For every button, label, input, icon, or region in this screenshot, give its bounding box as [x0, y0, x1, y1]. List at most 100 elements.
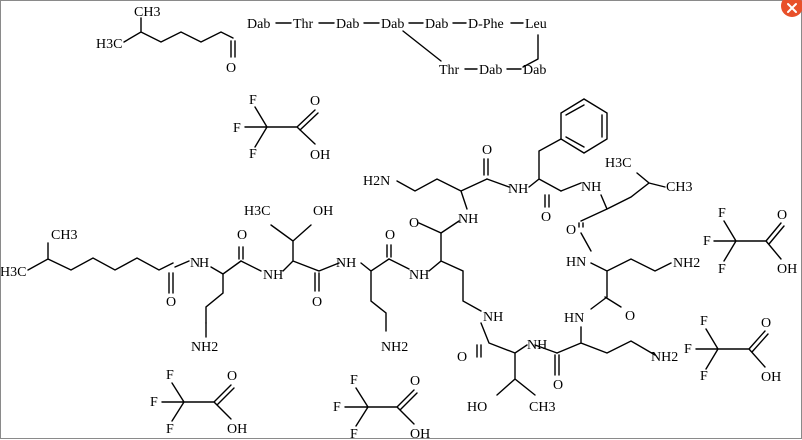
dab1-bonds: [205, 260, 242, 324]
header-res-10: Dab: [523, 63, 546, 78]
header-res-6: D-Phe: [468, 17, 504, 32]
dab1-h: H: [199, 256, 209, 271]
tail-carbonyl: [168, 272, 174, 294]
header-formula: CH3 H3C O Dab Thr Dab Dab Dab D-Phe Leu …: [96, 5, 547, 78]
tfa5-f-bottom: F: [350, 427, 358, 440]
dab9-bonds: [556, 326, 656, 356]
tfa4-f-bottom: F: [166, 422, 174, 437]
tfa-counterion-3: F F F O OH: [684, 314, 781, 385]
dab8-bonds: [590, 258, 672, 298]
tfa-counterion-1: F F F O OH: [233, 93, 330, 163]
header-h3c: H3C: [96, 37, 122, 52]
header-res-9: Dab: [479, 63, 502, 78]
dab5-nh: NH: [458, 212, 478, 227]
tail-amide-bond: [174, 260, 190, 268]
tail-chain: [27, 242, 174, 271]
dab9-to-thr10: [534, 344, 558, 354]
phe6-ring: [560, 98, 608, 154]
tfa1-bonds: [244, 106, 319, 148]
thr2-nh: NH: [263, 268, 283, 283]
header-res-8: Thr: [439, 63, 460, 78]
tfa2-bonds: [713, 220, 785, 262]
tfa4-oh: OH: [227, 422, 247, 437]
thr10-ho: HO: [467, 400, 487, 415]
dab5-to-phe: [486, 178, 510, 188]
tfa4-f-left: F: [150, 395, 158, 410]
tail-ch3: CH3: [51, 228, 77, 243]
thr10-ch3: CH3: [529, 400, 555, 415]
tfa5-bonds: [344, 387, 418, 427]
thr10-o: O: [457, 350, 467, 365]
dab3-nh2: NH2: [381, 340, 408, 355]
tfa1-o: O: [310, 94, 320, 109]
dab4-to-dab5: [440, 220, 460, 234]
dab9-nh2: NH2: [651, 350, 678, 365]
dab9-o: O: [553, 378, 563, 393]
tfa5-f-top: F: [350, 373, 358, 388]
header-ch3: CH3: [134, 5, 160, 20]
header-res-2: Thr: [293, 17, 314, 32]
thr2-bonds: [270, 224, 340, 272]
dab3-carbonyl: [386, 244, 392, 258]
phe6-nh: NH: [508, 182, 528, 197]
tfa-counterion-4: F F F O OH: [150, 368, 247, 437]
dab3-nh: NH: [336, 256, 356, 271]
tfa-counterion-5: F F F O OH: [333, 373, 430, 440]
dab4-nh: NH: [409, 268, 429, 283]
dab3-o: O: [385, 228, 395, 243]
thr10-nh: NH: [483, 310, 503, 325]
phe6-to-leu: [560, 182, 582, 192]
dab8-nh2: NH2: [673, 256, 700, 271]
tfa5-o: O: [410, 374, 420, 389]
dab1-carbonyl: [238, 246, 244, 260]
close-button[interactable]: [781, 0, 802, 17]
header-res-4: Dab: [381, 17, 404, 32]
thr2-o: O: [312, 295, 322, 310]
leu7-bonds: [580, 172, 666, 222]
thr2-carbonyl: [314, 272, 320, 292]
leu7-to-dab8: [580, 232, 592, 252]
dab1-to-thr: [240, 260, 262, 272]
header-res-1: Dab: [247, 17, 270, 32]
dab1-nh: N: [190, 256, 200, 271]
dab5-h2n: H2N: [363, 174, 390, 189]
tfa2-oh: OH: [777, 262, 797, 277]
phe6-bonds: [528, 138, 562, 192]
tfa2-f-left: F: [703, 234, 711, 249]
tfa3-oh: OH: [761, 370, 781, 385]
tfa4-bonds: [161, 382, 235, 422]
tfa3-f-left: F: [684, 342, 692, 357]
leu7-ch3: CH3: [666, 180, 692, 195]
leu7-o: O: [566, 223, 576, 238]
tfa4-f-top: F: [166, 368, 174, 383]
thr2-oh: OH: [313, 204, 333, 219]
dab4-o: O: [409, 216, 419, 231]
dab5-o: O: [482, 143, 492, 158]
header-carbonyl: [230, 40, 236, 58]
dab1-o: O: [237, 228, 247, 243]
header-res-7: Leu: [525, 17, 547, 32]
thr10-amide-nh: NH: [527, 338, 547, 353]
header-res-3: Dab: [336, 17, 359, 32]
dab9-hn: HN: [564, 311, 584, 326]
leu7-carbonyl: [578, 222, 584, 228]
tfa3-bonds: [695, 328, 769, 370]
dab8-o: O: [625, 309, 635, 324]
tfa1-f-top: F: [249, 93, 257, 108]
dab8-hn: HN: [566, 255, 586, 270]
header-alkyl-chain: [123, 17, 234, 43]
phe6-o: O: [541, 210, 551, 225]
dab5-carbonyl: [483, 158, 489, 176]
dab1-nh2: NH2: [191, 340, 218, 355]
dab8-carbonyl: [604, 296, 622, 308]
thr10-carbonyl: [476, 344, 482, 358]
header-res-5: Dab: [425, 17, 448, 32]
dab3-bonds: [360, 258, 390, 332]
close-icon: [787, 3, 797, 13]
tfa-counterion-2: F F F O OH: [703, 206, 797, 277]
leu7-h3c: H3C: [605, 156, 631, 171]
phe6-carbonyl: [544, 194, 550, 208]
tail-h3c: H3C: [1, 265, 26, 280]
